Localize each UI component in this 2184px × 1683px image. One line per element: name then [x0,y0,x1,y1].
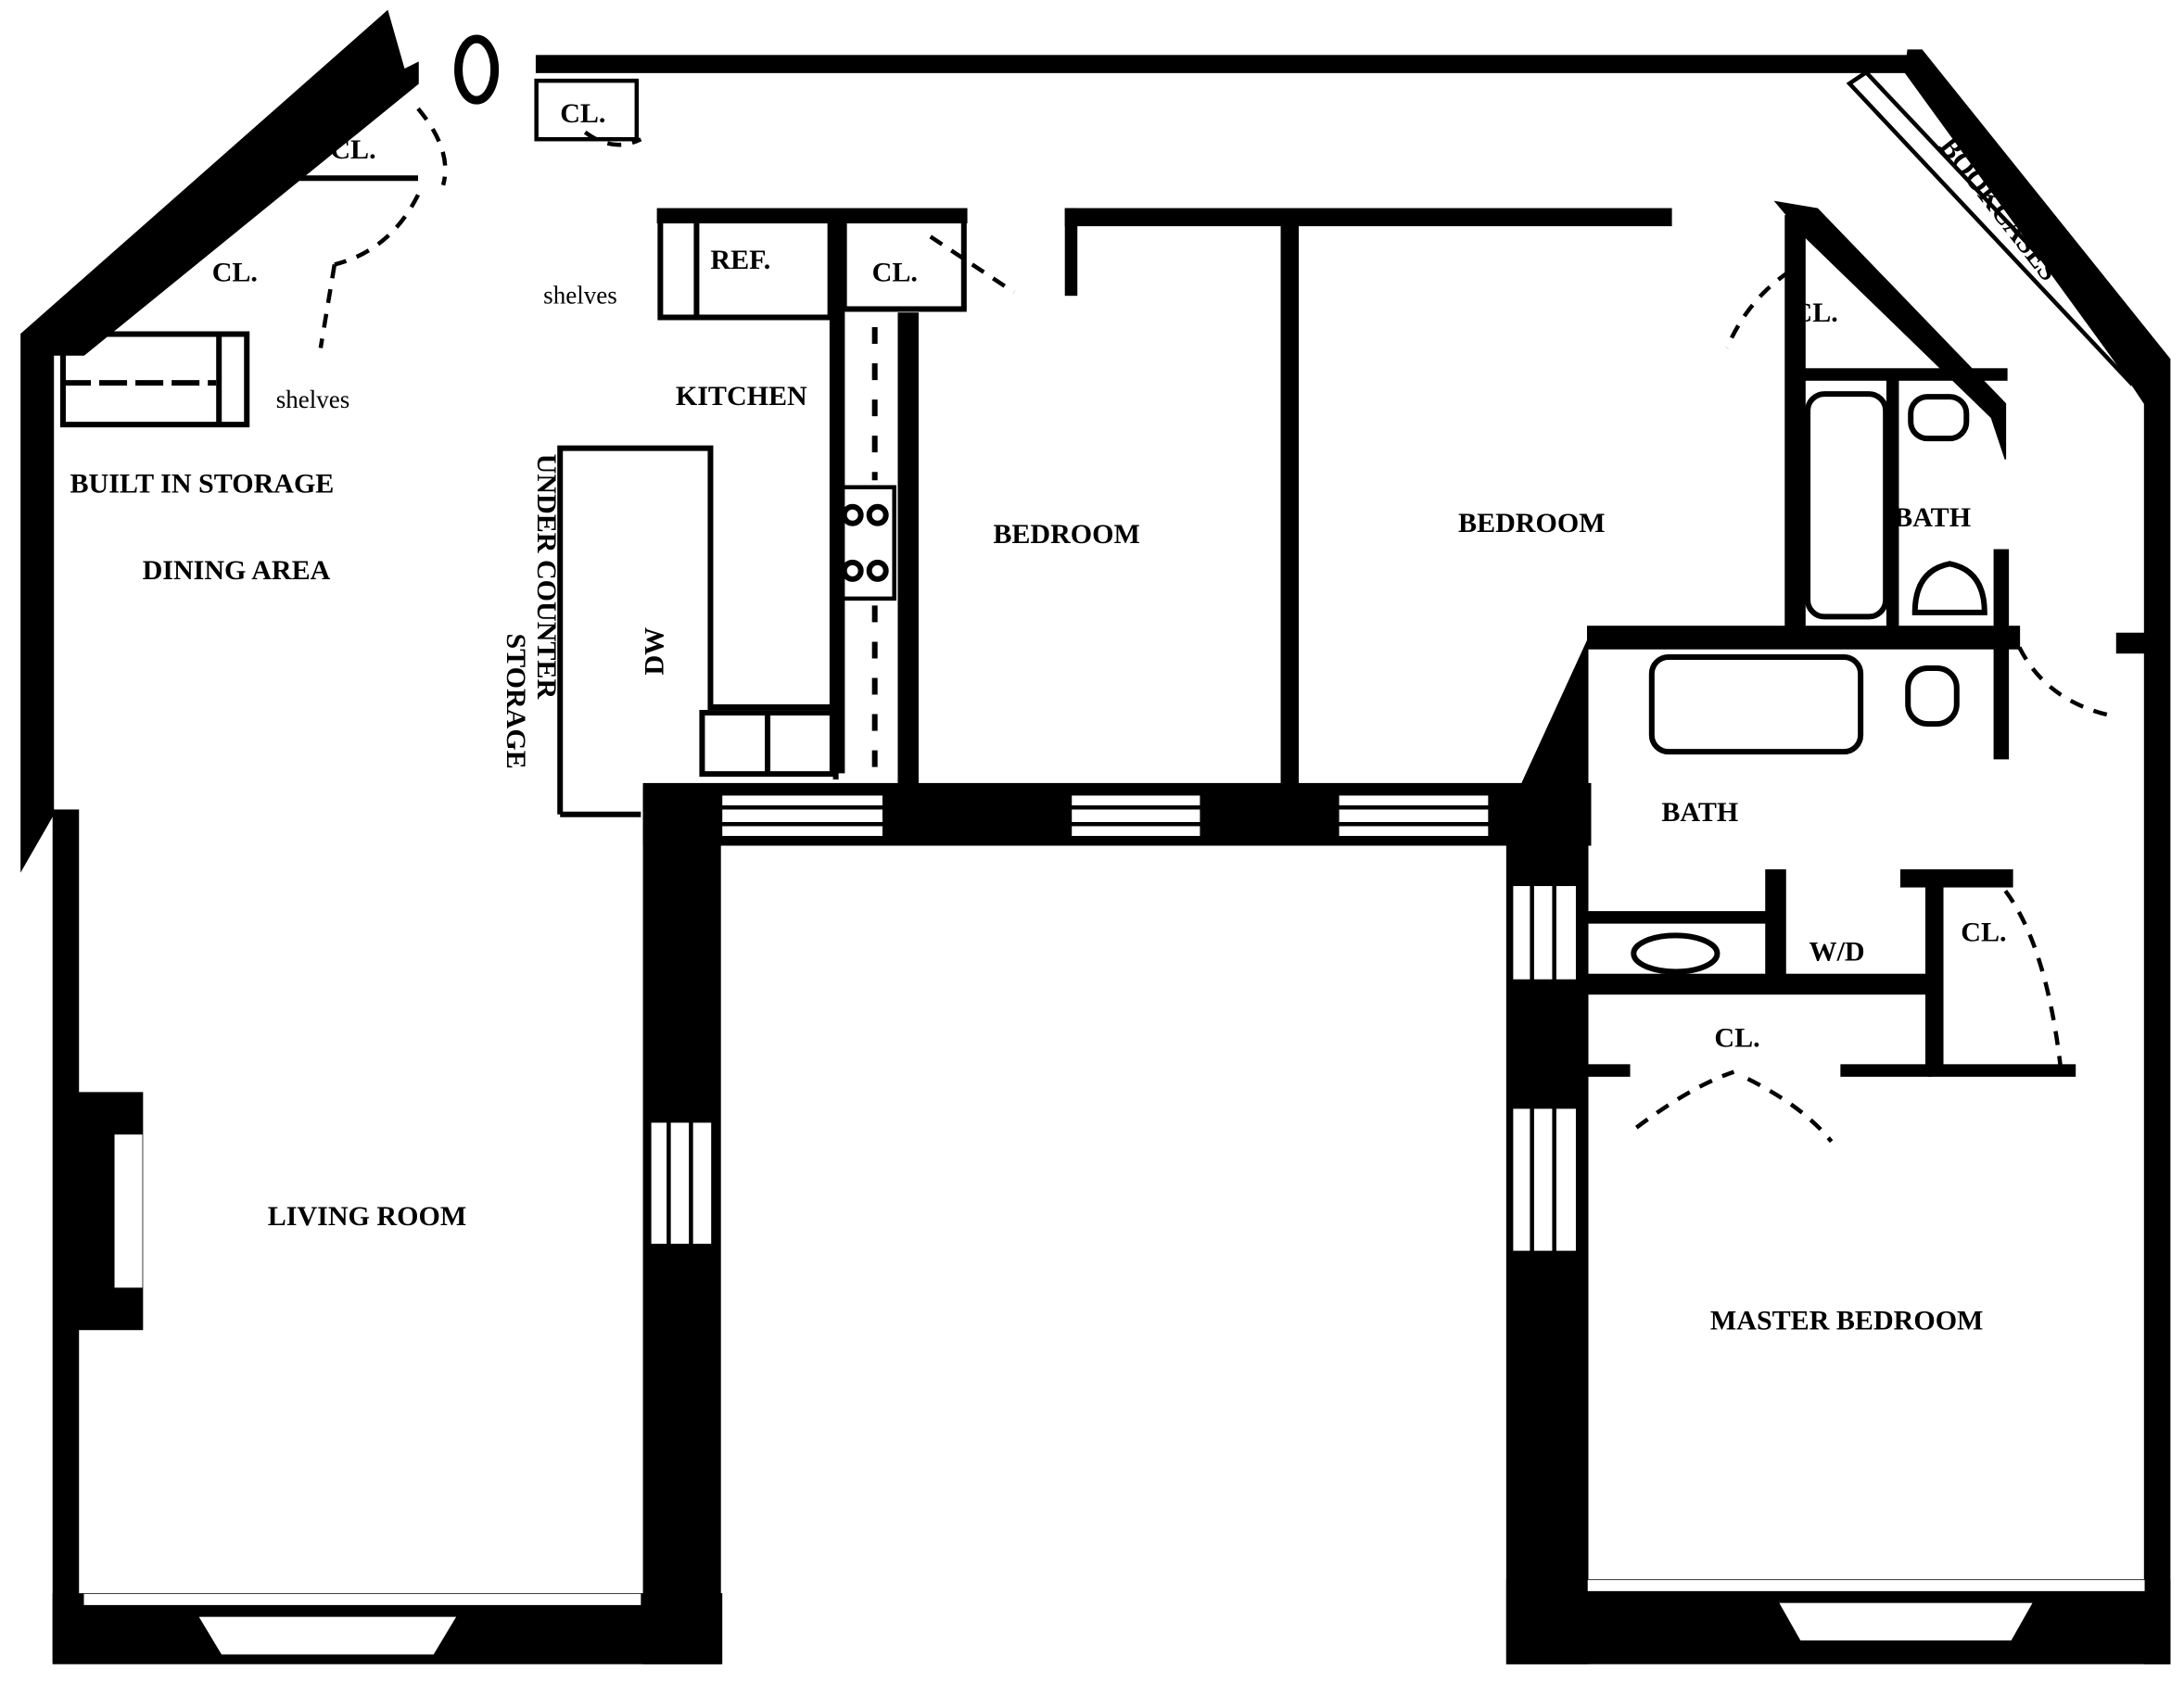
window [1067,791,1204,841]
shelves-label: shelves [276,386,350,413]
closet-label: CL. [1793,297,1838,328]
bath-sink [1631,932,1721,975]
toilet [1905,664,1960,728]
column [454,34,500,105]
wall-north [535,55,1916,73]
storage-label: STORAGE [501,633,531,768]
wall-northeast-diagonal [1904,49,2171,1664]
under-counter-storage [557,445,839,815]
wall-kitchen-east [897,312,919,794]
ref-label: REF. [710,245,770,275]
window [647,1118,716,1248]
wd-label: W/D [1809,936,1865,967]
closet-label: CL. [330,134,375,165]
shelves-label: shelves [543,281,617,309]
master-bedroom-label: MASTER BEDROOM [1710,1305,1983,1335]
wall-bedroom-divider [1280,221,1300,794]
stove [836,485,896,601]
bathtub [1648,653,1864,755]
bedroom-label: BEDROOM [1458,508,1606,538]
bathtub [1805,391,1889,620]
window [1508,1104,1581,1256]
bath-label: BATH [1661,797,1738,828]
dining-area-label: DINING AREA [143,555,331,586]
window [717,791,887,841]
bedroom-label: BEDROOM [993,519,1140,550]
kitchen-closet [841,217,967,312]
built-in-storage-label: BUILT IN STORAGE [70,469,334,500]
bath-label: BATH [1894,502,1971,533]
closet-label: CL. [560,98,605,129]
bay-window [1771,1599,2040,1645]
dw-label: DW [639,627,669,676]
window [1335,791,1492,841]
bay-window [191,1613,464,1659]
closet-label: CL. [872,257,918,287]
wall-northwest-diagonal [20,9,419,873]
closet-label: CL. [1961,917,2006,947]
closet-label: CL. [212,257,258,287]
living-room-label: LIVING ROOM [268,1201,466,1232]
closet-label: CL. [1714,1023,1759,1054]
under-counter-label: UNDER COUNTER [531,454,562,700]
window [1508,881,1581,984]
closet [534,78,640,142]
windows [191,791,2040,1659]
door-swings [318,107,2117,1144]
kitchen-label: KITCHEN [676,381,807,411]
refrigerator [657,217,833,321]
sink-icon [1911,561,1987,615]
toilet [1908,394,1970,442]
built-in-storage-unit [59,331,250,428]
fixtures [59,34,1987,975]
wall-bedrooms-north [1064,208,1672,227]
